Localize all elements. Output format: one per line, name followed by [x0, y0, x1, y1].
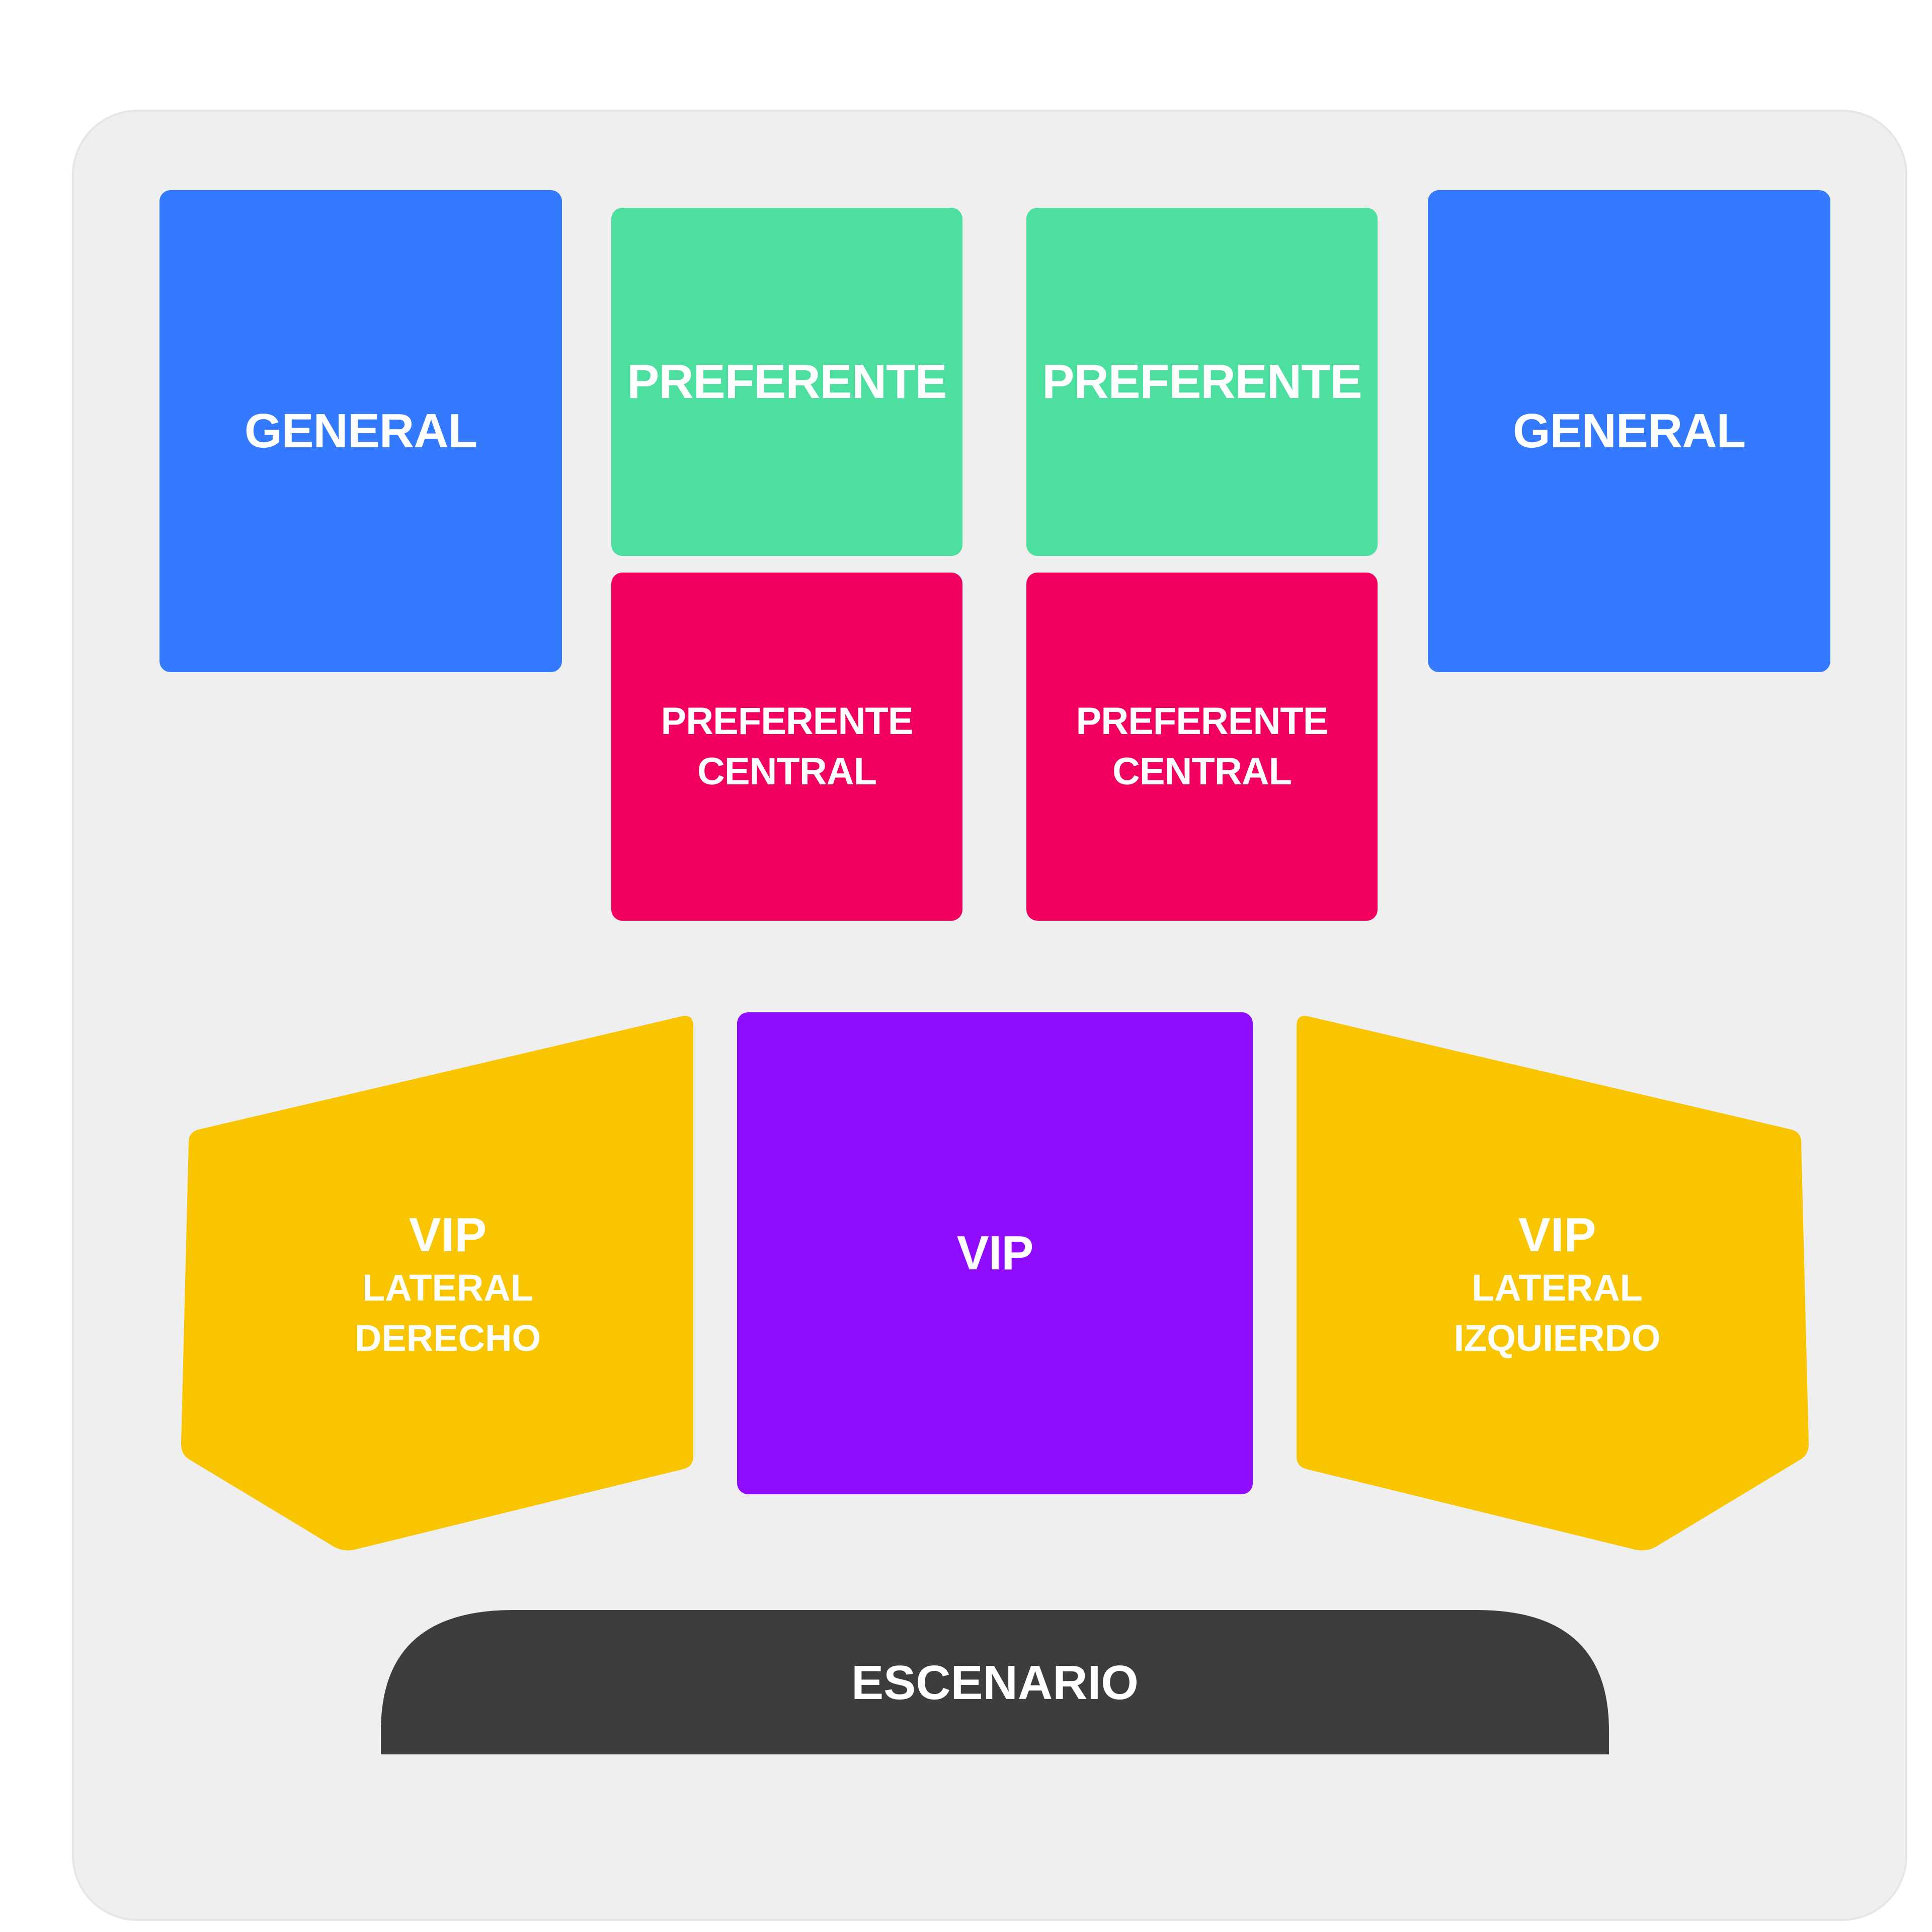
section-general-right-label: GENERAL [1512, 404, 1746, 458]
section-general-left-label: GENERAL [244, 404, 477, 458]
section-vip-lateral-left[interactable] [181, 1016, 693, 1551]
section-vip-center-label: VIP [956, 1226, 1034, 1280]
section-preferente-central-left-line1: PREFERENTE [661, 700, 914, 743]
section-preferente-central-left-label: PREFERENTE CENTRAL [661, 696, 914, 797]
section-preferente-central-left-line2: CENTRAL [697, 750, 877, 793]
section-preferente-left[interactable]: PREFERENTE [611, 208, 962, 556]
section-preferente-left-label: PREFERENTE [627, 355, 947, 409]
section-preferente-right[interactable]: PREFERENTE [1026, 208, 1378, 556]
section-general-left[interactable]: GENERAL [159, 190, 562, 672]
section-vip-lateral-right[interactable] [1297, 1016, 1809, 1551]
section-preferente-central-right-label: PREFERENTE CENTRAL [1076, 696, 1329, 797]
section-preferente-central-left[interactable]: PREFERENTE CENTRAL [611, 573, 962, 921]
section-preferente-central-right[interactable]: PREFERENTE CENTRAL [1026, 573, 1378, 921]
section-vip-center[interactable]: VIP [737, 1012, 1253, 1494]
section-preferente-right-label: PREFERENTE [1042, 355, 1362, 409]
section-preferente-central-right-line1: PREFERENTE [1076, 700, 1329, 743]
section-preferente-central-right-line2: CENTRAL [1112, 750, 1292, 793]
stage [381, 1610, 1609, 1754]
section-general-right[interactable]: GENERAL [1428, 190, 1830, 672]
